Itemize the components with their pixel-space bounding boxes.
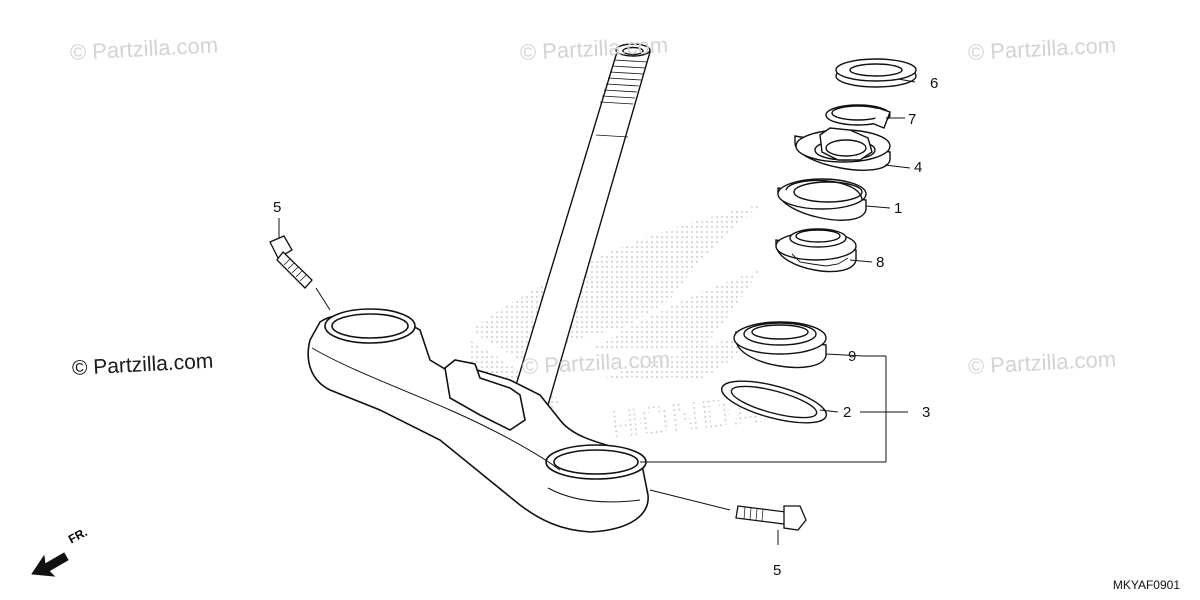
callout-7: 7 xyxy=(908,111,917,128)
upper-bearing-part-8 xyxy=(775,228,857,273)
dust-seal-part-1 xyxy=(777,178,867,221)
lower-bearing-part-9 xyxy=(733,321,827,369)
lock-nut-part-6 xyxy=(835,58,917,88)
front-arrow-icon xyxy=(31,552,69,577)
diagram-code: MKYAF0901 xyxy=(1112,578,1180,592)
callout-6: 6 xyxy=(930,75,939,92)
callout-3: 3 xyxy=(922,404,931,421)
callout-8: 8 xyxy=(876,254,885,271)
dust-seal-part-2 xyxy=(720,380,828,424)
lock-washer-part-7 xyxy=(825,104,891,129)
callout-1: 1 xyxy=(894,200,903,217)
callout-5-lower: 5 xyxy=(773,562,782,579)
callout-9: 9 xyxy=(848,348,857,365)
callout-5-upper: 5 xyxy=(273,199,282,216)
bolt-upper xyxy=(269,235,313,289)
bolt-lower xyxy=(735,505,807,531)
adjusting-nut-part-4 xyxy=(794,127,891,171)
leader-lines xyxy=(278,78,916,545)
triple-clamp xyxy=(307,308,649,533)
steering-stem xyxy=(509,43,651,406)
callout-4: 4 xyxy=(914,159,923,176)
callout-2: 2 xyxy=(843,404,852,421)
